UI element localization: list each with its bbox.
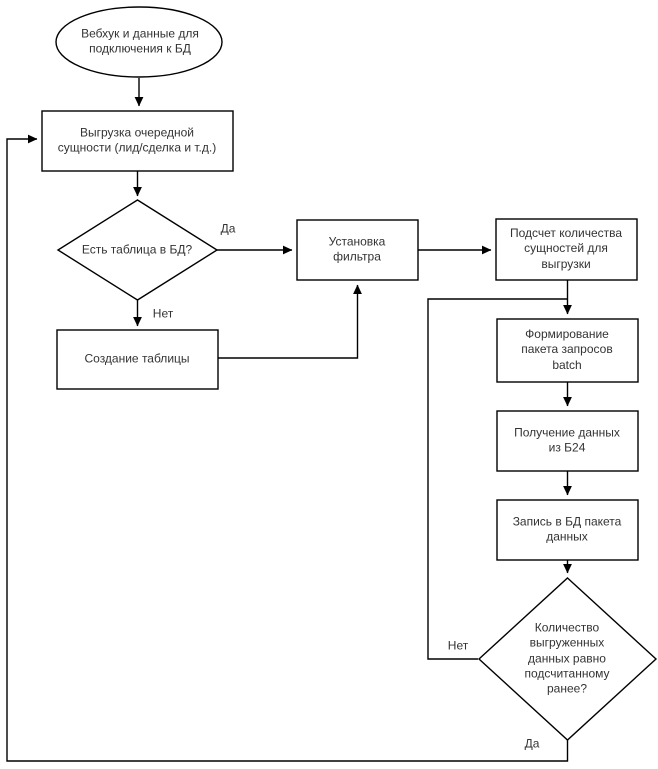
process-rect-write-to-db — [496, 499, 639, 561]
process-rect-set-filter — [296, 219, 419, 281]
connector-decision2-yes-loop — [6, 134, 569, 762]
process-rect-form-batch — [496, 318, 639, 383]
process-rect-create-table — [56, 329, 219, 390]
terminator-ellipse-webhook-start — [55, 6, 223, 78]
decision-diamond-table-in-db — [56, 199, 219, 301]
decision-diamond-count-equals — [477, 577, 658, 741]
connector-createtable-to-setfilter — [218, 284, 362, 359]
process-rect-unload-entity — [41, 110, 234, 172]
process-rect-count-entities — [495, 218, 638, 281]
process-rect-get-data-b24 — [496, 410, 639, 472]
connector-decision2-no-loop — [427, 298, 568, 660]
